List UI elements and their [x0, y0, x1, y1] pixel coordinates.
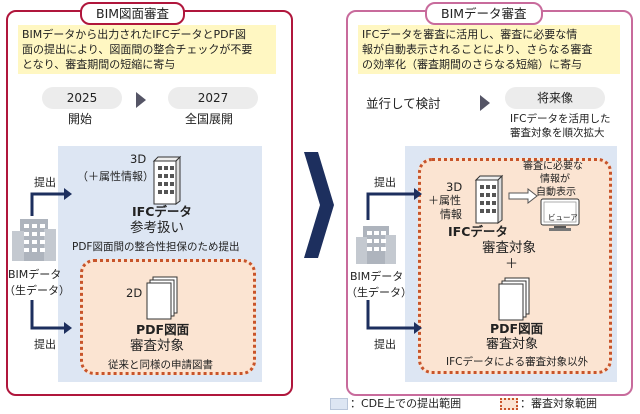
left-submit-bottom: 提出	[34, 338, 56, 351]
auto-label2: 情報が	[540, 174, 570, 185]
label-start: 開始	[68, 112, 93, 126]
right-bim-building-icon	[356, 226, 396, 264]
right-ifc-title: IFCデータ	[448, 224, 508, 239]
right-note-line2: 報が自動表示されることにより、さらなる審査	[362, 43, 593, 56]
transition-chevron-icon	[304, 152, 334, 258]
right-parallel: 並行して検討	[366, 96, 441, 111]
left-ifc-title: IFCデータ	[132, 204, 192, 219]
right-target: 審査対象	[482, 240, 536, 256]
right-document-stack-icon	[498, 277, 530, 321]
viewer-label: ビューア	[548, 213, 578, 222]
timeline-arrow-left	[136, 92, 146, 108]
right-pdf-desc: IFCデータによる審査対象以外	[446, 356, 589, 368]
auto-label3: 自動表示	[536, 187, 576, 198]
left-ifc-role: 参考扱い	[130, 220, 184, 236]
year-full: 2027	[168, 87, 258, 109]
right-future-desc2: 審査対象を順次拡大	[510, 127, 605, 139]
right-pdf-title: PDF図面	[490, 321, 544, 336]
building-3d-icon	[152, 155, 182, 205]
bim-building-icon	[12, 219, 56, 261]
right-bim-sub: （生データ）	[346, 286, 412, 299]
left-ifc-desc: PDF図面間の整合性担保のため提出	[72, 241, 240, 253]
legend-cde-swatch	[330, 398, 348, 410]
left-note-line3: となり、審査期間の短縮に寄与	[22, 58, 176, 71]
right-ifc-3d: 3D	[446, 180, 463, 194]
left-bim-label: BIMデータ	[8, 268, 62, 281]
right-bim-label: BIMデータ	[350, 270, 404, 283]
left-note-line2: 面の提出により、図面間の整合チェックが不要	[22, 43, 253, 56]
right-note: IFCデータを審査に活用し、審査に必要な情 報が自動表示されることにより、さらな…	[358, 25, 620, 74]
document-stack-icon	[146, 276, 178, 320]
left-ifc-3d: 3D	[130, 152, 147, 166]
right-submit-bottom: 提出	[374, 338, 396, 351]
left-pdf-title: PDF図面	[136, 322, 190, 337]
left-pdf-2d: 2D	[126, 286, 143, 300]
label-full: 全国展開	[185, 112, 234, 126]
left-submit-top: 提出	[34, 176, 56, 189]
left-note: BIMデータから出力されたIFCデータとPDF図 面の提出により、図面間の整合チ…	[18, 25, 276, 74]
right-future-desc1: IFCデータを活用した	[510, 113, 611, 125]
legend-target-label: ：審査対象範囲	[520, 397, 597, 410]
legend-target-swatch	[500, 398, 518, 410]
timeline-arrow-right	[480, 95, 490, 111]
right-pdf-role: 審査対象	[486, 337, 539, 352]
year-start: 2025	[42, 87, 122, 109]
auto-display-arrow-icon	[508, 188, 538, 204]
viewer-monitor-icon	[540, 198, 580, 231]
right-plus: ＋	[505, 257, 519, 272]
right-panel-title: BIMデータ審査	[425, 2, 543, 25]
right-note-line1: IFCデータを審査に活用し、審査に必要な情	[362, 28, 578, 41]
legend-cde-label: ：CDE上での提出範囲	[350, 397, 462, 410]
right-future: 将来像	[505, 87, 605, 109]
right-note-line3: の効率化（審査期間のさらなる短縮）に寄与	[362, 58, 582, 71]
right-building-3d-icon	[474, 174, 504, 224]
right-submit-top: 提出	[374, 176, 396, 189]
left-bim-sub: （生データ）	[4, 284, 70, 297]
left-pdf-role: 審査対象	[130, 338, 184, 354]
right-submit-arrows	[366, 188, 422, 334]
left-ifc-attr: （＋属性情報）	[77, 170, 154, 183]
left-submit-arrows	[30, 188, 72, 334]
left-panel-title: BIM図面審査	[80, 2, 186, 25]
right-ifc-attr2: 情報	[440, 208, 462, 221]
auto-label1: 審査に必要な	[523, 161, 583, 172]
right-ifc-attr1: ＋属性	[428, 194, 461, 207]
left-note-line1: BIMデータから出力されたIFCデータとPDF図	[22, 28, 246, 41]
left-pdf-desc: 従来と同様の申請図書	[108, 359, 213, 371]
